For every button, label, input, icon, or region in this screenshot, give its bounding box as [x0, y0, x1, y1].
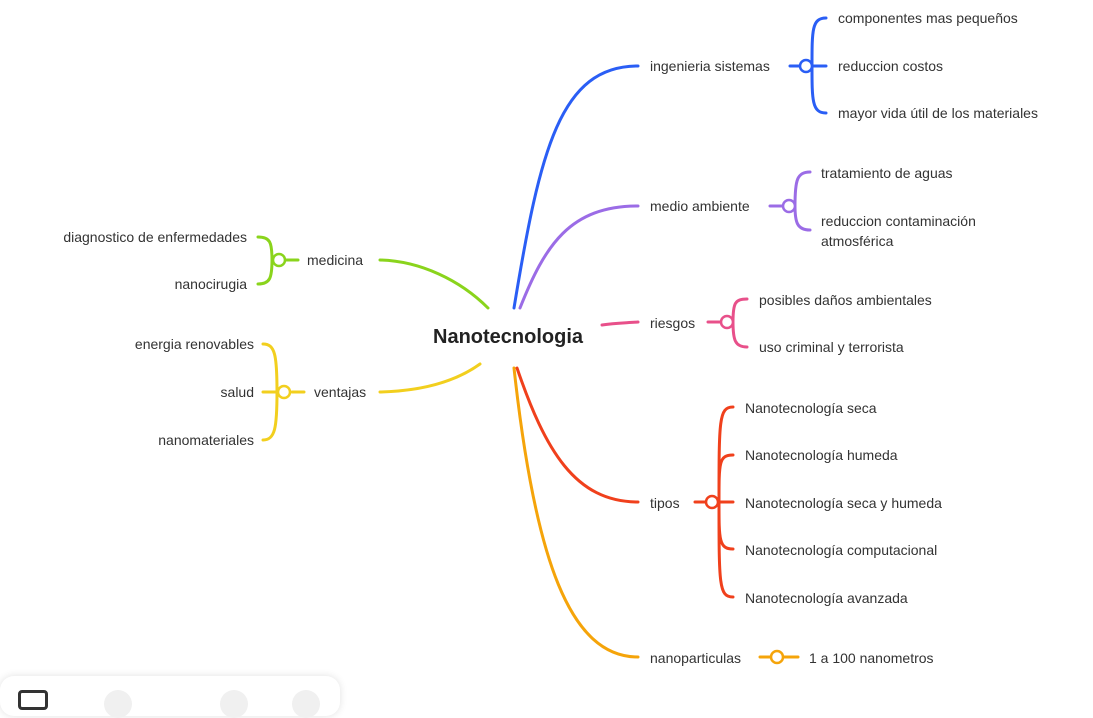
connector-ventajas: [378, 362, 482, 394]
hub-medicina[interactable]: [271, 252, 287, 268]
toolbar-button-3[interactable]: [292, 690, 320, 718]
node-posibles-danos-ambientales[interactable]: posibles daños ambientales: [759, 292, 932, 308]
hub-nanoparticulas[interactable]: [769, 649, 785, 665]
node-salud[interactable]: salud: [220, 384, 254, 400]
calendar-icon[interactable]: [18, 690, 48, 710]
node-mayor-vida-util[interactable]: mayor vida útil de los materiales: [838, 105, 1038, 121]
node-1-a-100-nanometros[interactable]: 1 a 100 nanometros: [809, 650, 934, 666]
toolbar-button-1[interactable]: [104, 690, 132, 718]
connector-tipos-children: [717, 405, 735, 599]
node-nanocirugia[interactable]: nanocirugia: [174, 276, 247, 292]
connector-riesgos-children: [731, 297, 749, 349]
branch-medicina[interactable]: medicina: [307, 252, 364, 268]
node-reduccion-costos[interactable]: reduccion costos: [838, 58, 944, 74]
bottom-toolbar: [0, 676, 340, 718]
node-nanotecnologia-humeda[interactable]: Nanotecnología humeda: [745, 447, 898, 463]
node-nanomateriales[interactable]: nanomateriales: [158, 432, 254, 448]
connector-riesgos: [600, 320, 640, 327]
connector-ingenieria-children: [810, 16, 828, 115]
branch-riesgos[interactable]: riesgos: [650, 315, 696, 331]
hub-tipos[interactable]: [704, 494, 720, 510]
connector-medio-ambiente: [518, 204, 640, 310]
node-nanotecnologia-computacional[interactable]: Nanotecnología computacional: [745, 542, 938, 558]
node-diagnostico-enfermedades[interactable]: diagnostico de enfermedades: [63, 229, 247, 245]
node-uso-criminal-terrorista[interactable]: uso criminal y terrorista: [759, 339, 904, 355]
node-energia-renovables[interactable]: energia renovables: [134, 336, 254, 352]
hub-medio-ambiente[interactable]: [781, 198, 797, 214]
hub-ingenieria[interactable]: [798, 58, 814, 74]
node-nanotecnologia-seca-humeda[interactable]: Nanotecnología seca y humeda: [745, 495, 942, 511]
node-reduccion-contaminacion[interactable]: reduccion contaminación atmosférica: [821, 213, 976, 249]
branch-tipos[interactable]: tipos: [650, 495, 680, 511]
branch-nanoparticulas[interactable]: nanoparticulas: [650, 650, 742, 666]
connector-ventajas-children: [261, 342, 279, 442]
connector-nanoparticulas: [512, 366, 640, 659]
node-nanotecnologia-seca[interactable]: Nanotecnología seca: [745, 400, 877, 416]
branch-medio-ambiente[interactable]: medio ambiente: [650, 198, 750, 214]
hub-ventajas[interactable]: [276, 384, 292, 400]
connector-medicina-children: [256, 235, 274, 286]
node-tratamiento-de-aguas[interactable]: tratamiento de aguas: [821, 165, 953, 181]
branch-ingenieria-sistemas[interactable]: ingenieria sistemas: [650, 58, 770, 74]
connector-medicina: [378, 258, 490, 310]
connector-ingenieria: [512, 64, 640, 310]
toolbar-button-2[interactable]: [220, 690, 248, 718]
central-topic[interactable]: Nanotecnologia: [433, 326, 584, 348]
mind-map-canvas: [256, 16, 828, 665]
branch-ventajas[interactable]: ventajas: [314, 384, 367, 400]
node-nanotecnologia-avanzada[interactable]: Nanotecnología avanzada: [745, 590, 908, 606]
connector-medio-ambiente-children: [793, 170, 812, 232]
hub-riesgos[interactable]: [719, 314, 735, 330]
connector-tipos: [515, 366, 640, 504]
node-componentes-mas-pequenos[interactable]: componentes mas pequeños: [838, 10, 1018, 26]
